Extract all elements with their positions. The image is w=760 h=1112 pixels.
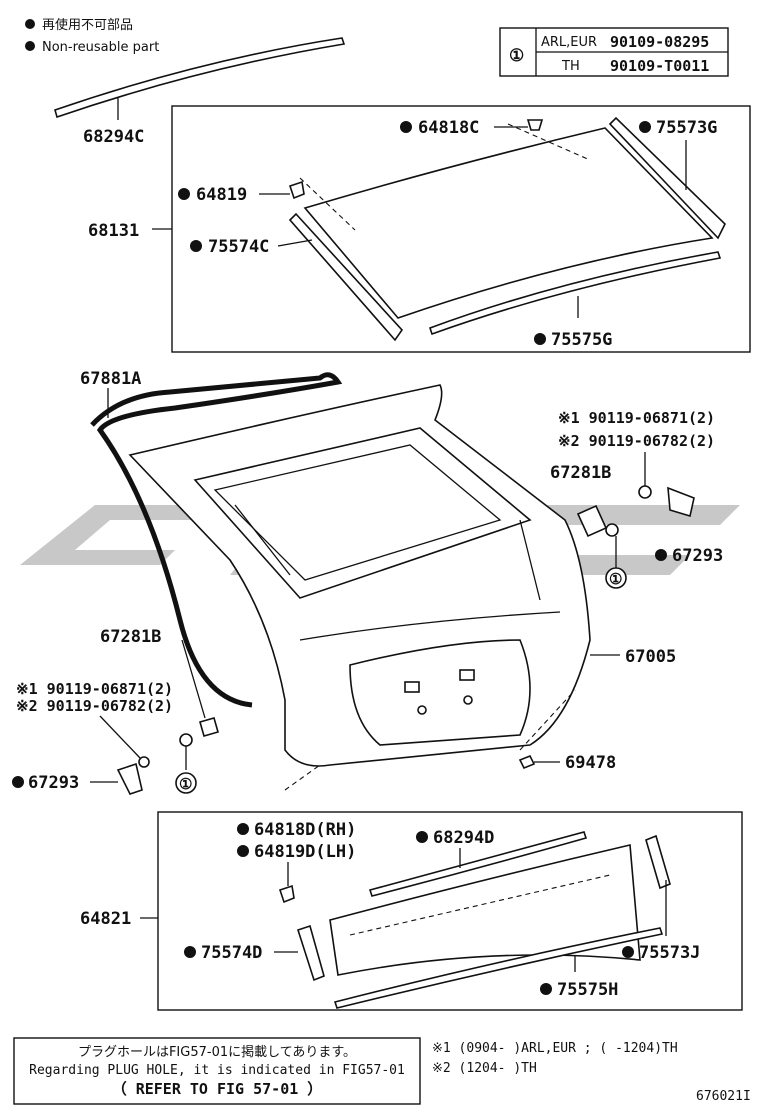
label-67293-left: 67293 <box>28 773 79 793</box>
clip-64818C <box>526 119 544 131</box>
bolt-table-region-1: ARL,EUR <box>541 35 597 50</box>
legend-en: Non-reusable part <box>42 40 159 55</box>
label-90119-06782-left: ※2 90119-06782(2) <box>16 697 173 715</box>
label-75574C: 75574C <box>208 237 269 257</box>
label-75575G: 75575G <box>551 330 612 350</box>
label-69478: 69478 <box>565 753 616 773</box>
strut-left-body <box>199 717 219 737</box>
marker-left: ① <box>179 775 192 793</box>
label-75575H: 75575H <box>557 980 618 1000</box>
label-68294D: 68294D <box>433 828 494 848</box>
label-67293-right: 67293 <box>672 546 723 566</box>
bolt-table-marker: ① <box>509 46 524 66</box>
plug-69478: 69478 <box>518 753 616 773</box>
label-64818C: 64818C <box>418 118 479 138</box>
bolt-table-part-1: 90109-08295 <box>610 33 709 51</box>
label-67881A: 67881A <box>80 369 141 389</box>
clip-64819 <box>288 180 305 200</box>
bolt-table: ① ARL,EUR 90109-08295 TH 90109-T0011 <box>499 27 729 77</box>
label-64819: 64819 <box>196 185 247 205</box>
legend-jp: 再使用不可部品 <box>42 17 133 33</box>
note-jp: プラグホールはFIG57-01に掲載してあります。 <box>78 1044 356 1060</box>
legend: 再使用不可部品 Non-reusable part <box>25 17 159 55</box>
footnote-1: ※1 (0904- )ARL,EUR ; ( -1204)TH <box>432 1041 678 1056</box>
back-door-panel: 67881A 67005 <box>80 369 676 791</box>
strut-right: ※1 90119-06871(2) ※2 90119-06782(2) 6728… <box>550 409 723 589</box>
notes-box: プラグホールはFIG57-01に掲載してあります。 Regarding PLUG… <box>13 1037 421 1105</box>
footnote-2: ※2 (1204- )TH <box>432 1061 537 1076</box>
garnish-box: 64821 64818D(RH) 64819D(LH) 68294D 75574… <box>80 811 743 1011</box>
label-64819D: 64819D(LH) <box>254 842 356 862</box>
label-67281B-left: 67281B <box>100 627 161 647</box>
label-68131: 68131 <box>88 221 139 241</box>
glass-assembly-box: 68131 64818C 75573G 64819 75574C 75575G <box>88 105 751 353</box>
label-68294C: 68294C <box>83 127 144 147</box>
note-en: Regarding PLUG HOLE, it is indicated in … <box>29 1063 405 1078</box>
bolt-table-part-2: 90109-T0011 <box>610 57 709 75</box>
label-75574D: 75574D <box>201 943 262 963</box>
label-90119-06871-left: ※1 90119-06871(2) <box>16 680 173 698</box>
legend-bullet-icon <box>25 19 35 29</box>
bracket-67293-right <box>667 486 695 518</box>
label-67005: 67005 <box>625 647 676 667</box>
label-64818D: 64818D(RH) <box>254 820 356 840</box>
label-75573J: 75573J <box>639 943 700 963</box>
strut-left: 67281B ① ※1 90119-06871(2) ※2 90119-0678… <box>12 627 219 795</box>
molding-68294C: 68294C <box>54 37 346 147</box>
legend-bullet-icon <box>25 41 35 51</box>
label-64821: 64821 <box>80 909 131 929</box>
label-75573G: 75573G <box>656 118 717 138</box>
label-67281B-right: 67281B <box>550 463 611 483</box>
marker-right: ① <box>609 570 622 588</box>
bolt-table-region-2: TH <box>561 59 580 74</box>
figure-id: 676021I <box>696 1089 751 1104</box>
label-90119-06782-right: ※2 90119-06782(2) <box>558 432 715 450</box>
note-ref: （ REFER TO FIG 57-01 ） <box>112 1080 323 1098</box>
bracket-67293-left <box>116 762 143 795</box>
label-90119-06871-right: ※1 90119-06871(2) <box>558 409 715 427</box>
